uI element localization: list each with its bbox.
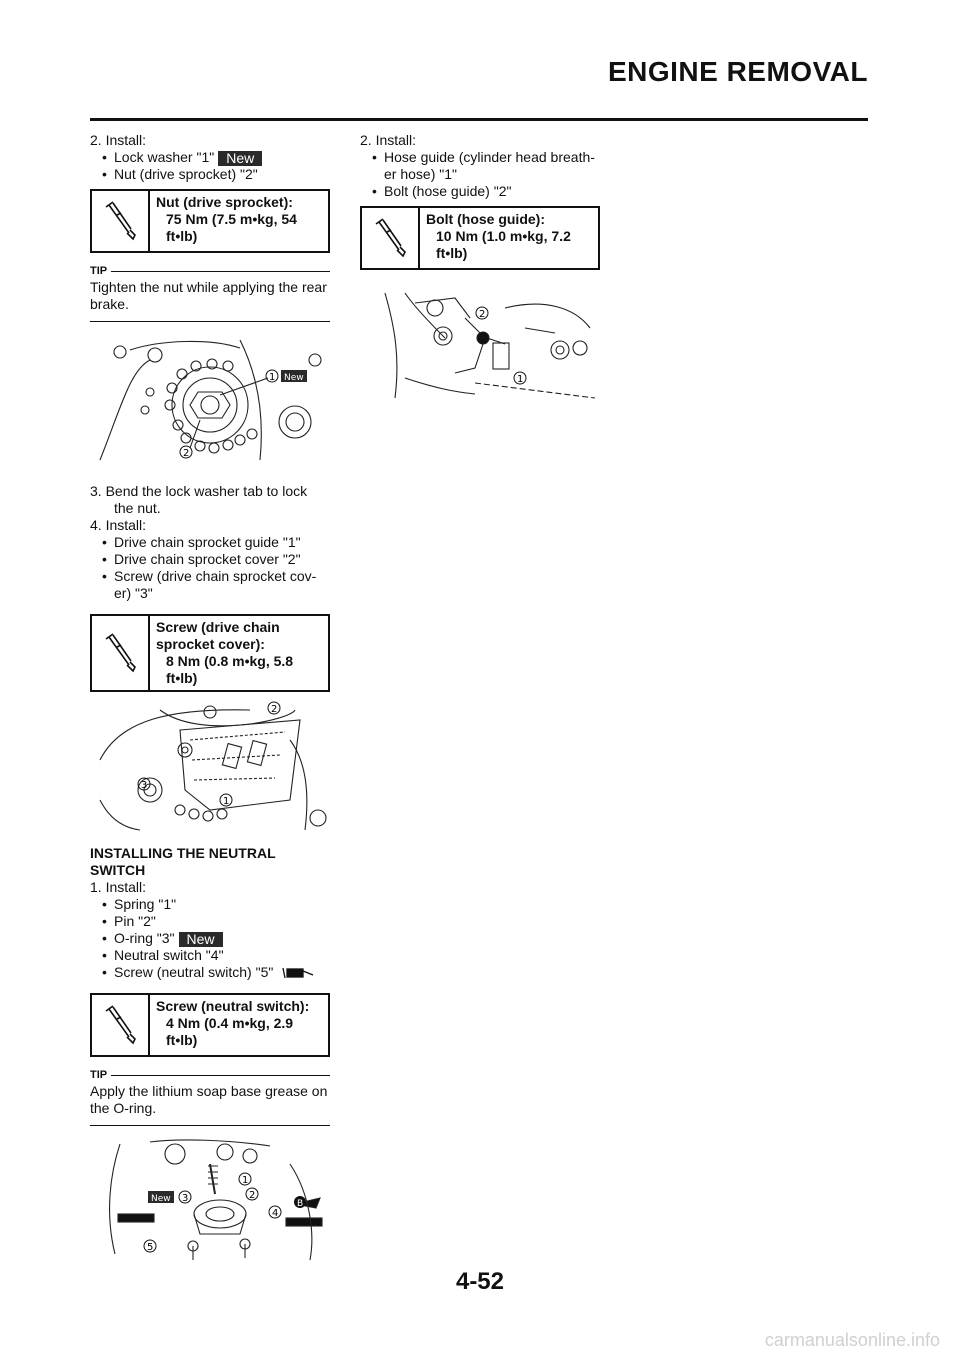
torque-spec-unit: ft•lb) [166, 1032, 198, 1048]
torque-box: Screw (neutral switch): 4 Nm (0.4 m•kg, … [90, 993, 330, 1057]
list-item-text: Lock washer "1" [114, 149, 215, 165]
tip-label: TIP [90, 265, 108, 277]
new-badge: New [178, 931, 223, 947]
callout-2: 2 [183, 448, 189, 459]
step-2-label: 2. Install: [90, 132, 147, 148]
section-title: INSTALLING THE NEUTRAL SWITCH [90, 845, 276, 878]
new-badge: New [218, 150, 263, 166]
list-item: Neutral switch "4" [90, 947, 330, 964]
callout-5: 5 [147, 1242, 153, 1253]
torque-spec-label: Bolt (hose guide): [426, 211, 545, 227]
callout-2: 2 [479, 309, 485, 320]
torque-wrench-icon [362, 208, 420, 268]
grease-callout: B [297, 1199, 303, 1209]
list-item: Nut (drive sprocket) "2" [90, 166, 330, 183]
list-item-cont: er) "3" [114, 585, 153, 601]
callout-3: 3 [182, 1193, 188, 1204]
torque-box: Nut (drive sprocket): 75 Nm (7.5 m•kg, 5… [90, 189, 330, 253]
list-item-text: Screw (neutral switch) "5" [114, 964, 274, 980]
torque-wrench-icon [92, 995, 150, 1055]
torque-spec-label: Screw (neutral switch): [156, 998, 310, 1014]
torque-spec-value: 75 Nm (7.5 m•kg, 54 [166, 211, 297, 227]
list-item: Drive chain sprocket guide "1" [90, 534, 330, 551]
list-item: O-ring "3"New [90, 930, 330, 947]
callout-3: 3 [141, 780, 147, 791]
figure-sprocket-cover: 2 1 3 [90, 700, 330, 837]
callout-4: 4 [272, 1208, 278, 1219]
figure-hose-guide: 2 1 [375, 288, 600, 408]
footer-watermark: carmanualsonline.info [764, 1330, 940, 1350]
page-title: ENGINE REMOVAL [607, 56, 868, 87]
torque-spec-label-cont: sprocket cover): [156, 636, 265, 652]
torque-spec-value: 10 Nm (1.0 m•kg, 7.2 [436, 228, 571, 244]
list-item: Hose guide (cylinder head breath- [360, 149, 600, 166]
torque-spec-label: Nut (drive sprocket): [156, 194, 293, 210]
list-item: Lock washer "1"New [90, 149, 330, 166]
threadlock-icon [282, 968, 314, 979]
torque-wrench-icon [92, 191, 150, 251]
tip-text: Apply the lithium soap base grease on th… [90, 1081, 330, 1126]
tip-text: Tighten the nut while applying the rear … [90, 277, 330, 322]
step-4-label: 4. Install: [90, 517, 147, 533]
step-3-text-cont: the nut. [114, 500, 161, 516]
list-item: Drive chain sprocket cover "2" [90, 551, 330, 568]
torque-spec-value: 8 Nm (0.8 m•kg, 5.8 [166, 653, 294, 669]
new-badge: New [284, 373, 304, 383]
torque-spec-unit: ft•lb) [166, 228, 198, 244]
page-number: 4-52 [455, 1268, 505, 1295]
list-item-text: O-ring "3" [114, 930, 175, 946]
torque-spec-unit: ft•lb) [166, 670, 198, 686]
step-1-label: 1. Install: [90, 879, 147, 895]
callout-1: 1 [223, 796, 229, 807]
torque-box: Screw (drive chain sprocket cover): 8 Nm… [90, 614, 330, 692]
callout-2: 2 [271, 704, 277, 715]
step-3-text: 3. Bend the lock washer tab to lock [90, 483, 308, 499]
list-item: Pin "2" [90, 913, 330, 930]
callout-1: 1 [242, 1175, 248, 1186]
step-2-label: 2. Install: [360, 132, 417, 148]
torque-box: Bolt (hose guide): 10 Nm (1.0 m•kg, 7.2 … [360, 206, 600, 270]
torque-spec-value: 4 Nm (0.4 m•kg, 2.9 [166, 1015, 294, 1031]
torque-wrench-icon [92, 616, 150, 690]
list-item: Screw (neutral switch) "5" [90, 964, 330, 981]
new-badge: New [151, 1194, 171, 1204]
callout-1: 1 [517, 374, 523, 385]
list-item: Spring "1" [90, 896, 330, 913]
list-item-cont: er hose) "1" [384, 166, 457, 182]
tip-header: TIP [90, 1069, 330, 1081]
list-item: Screw (drive chain sprocket cov- [90, 568, 330, 585]
torque-spec-label: Screw (drive chain [156, 619, 280, 635]
callout-2: 2 [249, 1190, 255, 1201]
torque-spec-unit: ft•lb) [436, 245, 468, 261]
right-column: 2. Install: Hose guide (cylinder head br… [360, 132, 600, 416]
tip-header: TIP [90, 265, 330, 277]
figure-drive-sprocket: 1 New 2 [90, 330, 330, 475]
header-rule [90, 118, 868, 121]
left-column: 2. Install: Lock washer "1"New Nut (driv… [90, 132, 330, 1275]
callout-1: 1 [269, 372, 275, 383]
figure-neutral-switch: New 3 1 2 4 5 B [90, 1134, 330, 1267]
tip-label: TIP [90, 1069, 108, 1081]
list-item: Bolt (hose guide) "2" [360, 183, 600, 200]
